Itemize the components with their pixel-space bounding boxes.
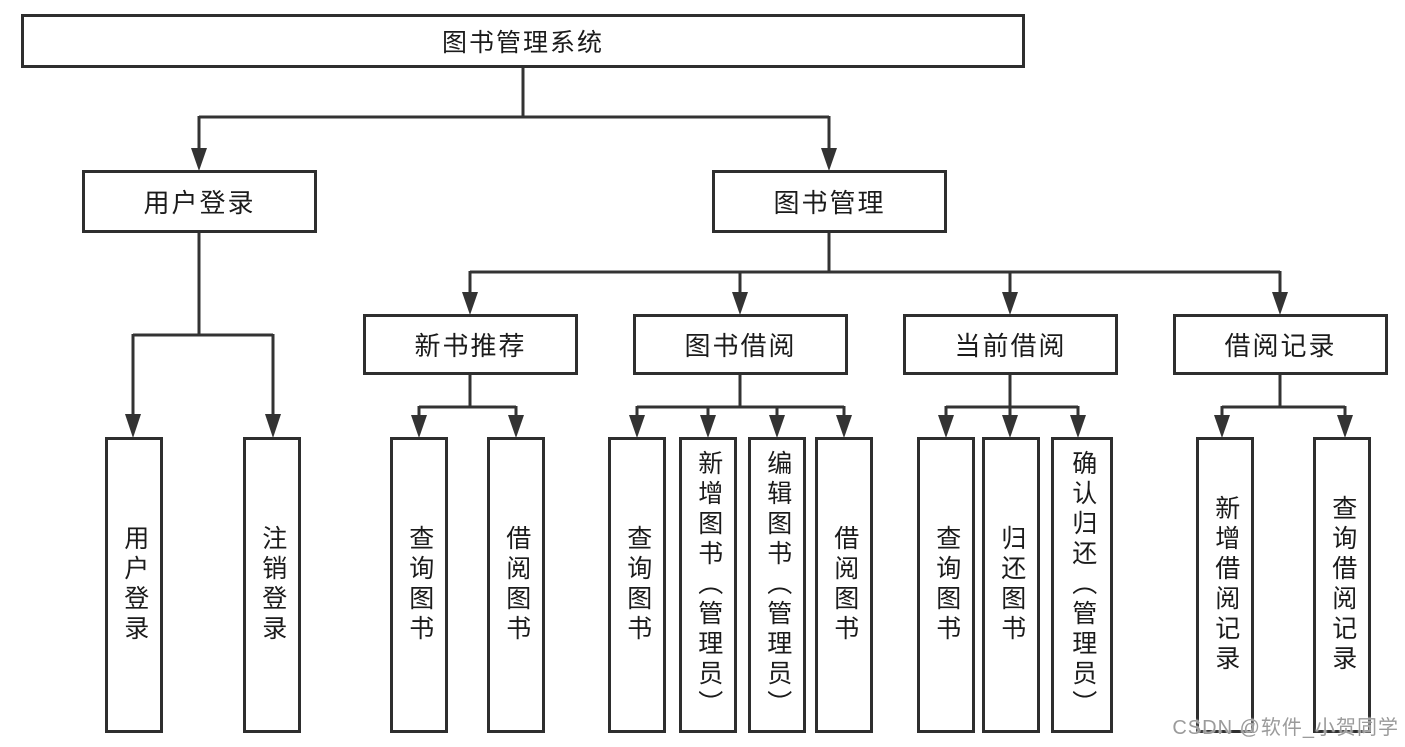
arrowhead-icon	[1337, 415, 1353, 438]
arrowhead-icon	[508, 415, 524, 438]
node-library-management-system: 图书管理系统	[21, 14, 1025, 68]
leaf-query-books: 查询图书	[917, 437, 975, 733]
node-label: 图书管理	[773, 188, 886, 218]
arrowhead-icon	[125, 414, 141, 438]
leaf-label: 借阅图书	[502, 525, 531, 645]
arrowheads	[125, 148, 1353, 438]
leaf-label: 新增图书（管理员）	[694, 450, 723, 720]
arrowhead-icon	[1002, 292, 1018, 315]
arrowhead-icon	[1272, 292, 1288, 315]
connector-paths	[131, 66, 1347, 417]
leaf-confirm-return-admin: 确认归还（管理员）	[1051, 437, 1113, 733]
leaf-query-borrow-record: 查询借阅记录	[1313, 437, 1371, 733]
node-book-management: 图书管理	[712, 170, 947, 233]
leaf-edit-book-admin: 编辑图书（管理员）	[748, 437, 806, 733]
arrowhead-icon	[769, 415, 785, 438]
arrowhead-icon	[265, 414, 281, 438]
leaf-label: 查询借阅记录	[1328, 495, 1357, 675]
leaf-label: 查询图书	[932, 525, 961, 645]
arrowhead-icon	[1214, 415, 1230, 438]
node-new-book-recommendation: 新书推荐	[363, 314, 578, 375]
leaf-query-books: 查询图书	[608, 437, 666, 733]
node-label: 图书借阅	[684, 331, 797, 361]
leaf-label: 新增借阅记录	[1211, 495, 1240, 675]
leaf-label: 借阅图书	[830, 525, 859, 645]
node-user-login: 用户登录	[82, 170, 317, 233]
leaf-label: 编辑图书（管理员）	[763, 450, 792, 720]
leaf-add-borrow-record: 新增借阅记录	[1196, 437, 1254, 733]
arrowhead-icon	[821, 148, 837, 171]
node-borrowing-records: 借阅记录	[1173, 314, 1388, 375]
leaf-borrow-books: 借阅图书	[815, 437, 873, 733]
node-label: 用户登录	[143, 188, 256, 218]
arrowhead-icon	[629, 415, 645, 438]
leaf-label: 注销登录	[258, 525, 287, 645]
arrowhead-icon	[700, 415, 716, 438]
node-label: 图书管理系统	[441, 29, 604, 57]
leaf-borrow-books: 借阅图书	[487, 437, 545, 733]
leaf-label: 确认归还（管理员）	[1068, 450, 1097, 720]
leaf-return-books: 归还图书	[982, 437, 1040, 733]
arrowhead-icon	[1002, 415, 1018, 438]
watermark: CSDN @软件_小贺同学	[1172, 717, 1399, 739]
leaf-user-login: 用户登录	[105, 437, 163, 733]
leaf-logout: 注销登录	[243, 437, 301, 733]
arrowhead-icon	[732, 292, 748, 315]
arrowhead-icon	[1070, 415, 1086, 438]
node-label: 当前借阅	[954, 331, 1067, 361]
arrowhead-icon	[462, 292, 478, 315]
leaf-label: 用户登录	[120, 525, 149, 645]
arrowhead-icon	[836, 415, 852, 438]
arrowhead-icon	[938, 415, 954, 438]
leaf-label: 归还图书	[997, 525, 1026, 645]
node-label: 新书推荐	[414, 331, 527, 361]
node-book-borrowing: 图书借阅	[633, 314, 848, 375]
node-label: 借阅记录	[1224, 331, 1337, 361]
node-current-borrowing: 当前借阅	[903, 314, 1118, 375]
leaf-add-book-admin: 新增图书（管理员）	[679, 437, 737, 733]
leaf-label: 查询图书	[405, 525, 434, 645]
arrowhead-icon	[191, 148, 207, 171]
leaf-query-books: 查询图书	[390, 437, 448, 733]
arrowhead-icon	[411, 415, 427, 438]
leaf-label: 查询图书	[623, 525, 652, 645]
